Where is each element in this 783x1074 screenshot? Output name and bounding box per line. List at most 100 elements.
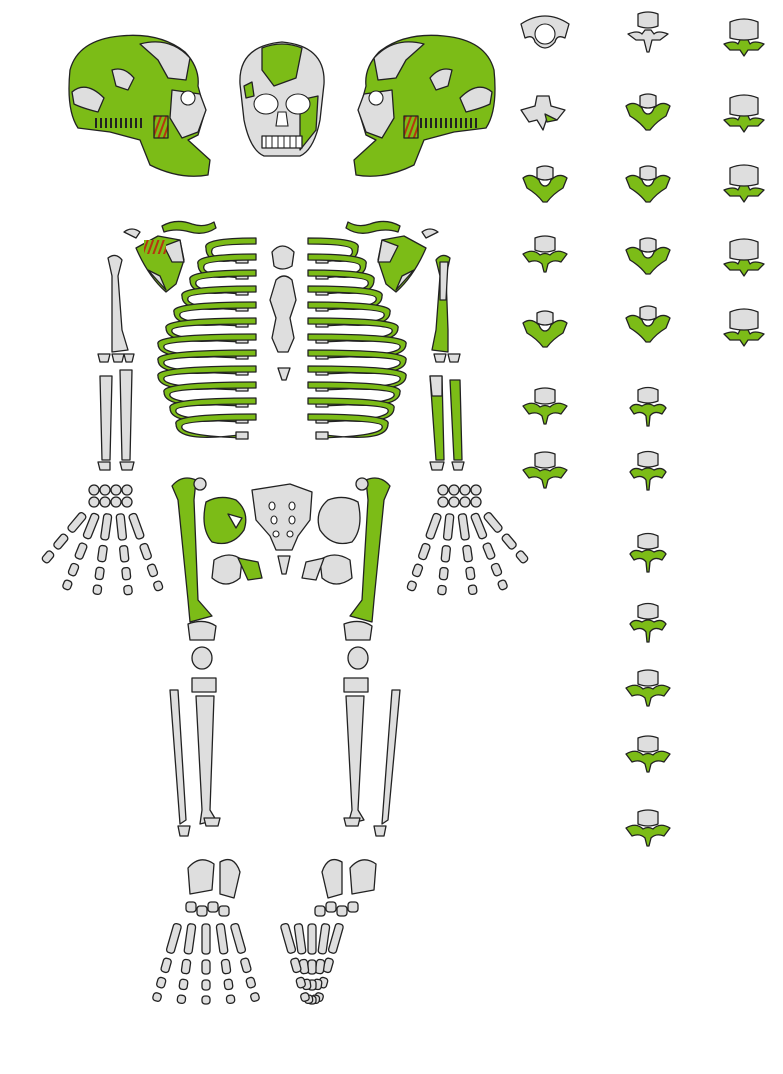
lumbar-vertebra-4 [724, 239, 764, 276]
axis-vertebra [521, 96, 565, 130]
thoracic-vertebra-12 [626, 810, 670, 846]
finger-phalanx [497, 579, 508, 590]
forearm-right [430, 376, 464, 470]
tarsal-bone [208, 902, 218, 912]
mandible-left-stripes [154, 116, 168, 138]
finger-phalanx [153, 580, 164, 591]
tarsal-bone [348, 902, 358, 912]
femur-left [172, 478, 212, 622]
toe-phalanx [202, 996, 210, 1004]
finger-phalanx [412, 563, 424, 577]
finger-phalanx [41, 550, 55, 564]
carpal-bone [100, 485, 110, 495]
scapula-left-stripes [144, 240, 166, 254]
metatarsal-bone [308, 924, 316, 954]
tarsal-bone [219, 906, 229, 916]
thoracic-vertebra-2 [626, 94, 670, 130]
thoracic-vertebra-4 [626, 238, 670, 274]
carpal-bone [89, 497, 99, 507]
metacarpal-bone [116, 514, 127, 541]
carpal-bone [122, 485, 132, 495]
metatarsal-bone [230, 923, 246, 954]
metacarpal-bone [67, 511, 87, 533]
toe-phalanx [177, 995, 186, 1004]
hand-right [407, 485, 529, 595]
thoracic-vertebra-7 [630, 452, 666, 491]
finger-phalanx [122, 567, 131, 580]
tibia-fibula-right [344, 690, 400, 836]
tarsal-bone [315, 906, 325, 916]
talus-bone [350, 860, 376, 894]
thoracic-vertebra-9 [630, 604, 666, 643]
finger-phalanx [74, 542, 87, 560]
tarsal-bone [197, 906, 207, 916]
finger-phalanx [124, 585, 133, 595]
clavicle-right [346, 221, 400, 233]
finger-phalanx [441, 545, 451, 562]
lumbar-vertebra-5 [724, 309, 764, 346]
finger-phalanx [407, 580, 418, 591]
vertebra-c4 [523, 236, 567, 272]
finger-phalanx [139, 543, 152, 561]
vertebra-column-1 [521, 16, 569, 488]
ischium-left [212, 555, 262, 584]
toe-phalanx [202, 980, 210, 990]
rib-left-cartilage-12 [236, 432, 248, 439]
carpal-bone [449, 485, 459, 495]
ilium-left [204, 497, 246, 543]
toe-phalanx [250, 992, 260, 1002]
toe-phalanx [181, 959, 191, 974]
toe-phalanx [160, 958, 172, 974]
knee-right [344, 621, 372, 692]
carpal-bone [89, 485, 99, 495]
thoracic-vertebra-5 [626, 306, 670, 342]
skull-frontal [240, 42, 324, 156]
toe-phalanx [300, 992, 310, 1002]
toe-phalanx [296, 977, 306, 989]
metatarsal-bone [280, 923, 296, 954]
toe-phalanx [246, 977, 256, 989]
carpal-bone [460, 485, 470, 495]
toe-phalanx [240, 958, 252, 974]
carpal-bone [111, 497, 121, 507]
metacarpal-bone [100, 513, 112, 540]
tarsal-bone [326, 902, 336, 912]
thoracic-vertebra-10 [626, 670, 670, 706]
vertebra-column-3 [724, 19, 764, 346]
carpal-bone [471, 497, 481, 507]
finger-phalanx [482, 542, 495, 560]
toe-phalanx [308, 960, 316, 974]
skull-right-lateral [354, 35, 495, 176]
finger-phalanx [501, 533, 517, 550]
foot-left [152, 860, 260, 1004]
hand-left [41, 485, 163, 595]
finger-phalanx [438, 585, 447, 595]
carpal-bone [111, 485, 121, 495]
clavicle-left [162, 221, 216, 233]
metatarsal-bone [216, 923, 228, 954]
knee-left [188, 621, 216, 692]
carpal-bone [100, 497, 110, 507]
forearm-left [98, 370, 134, 470]
thoracic-vertebra-11 [626, 736, 670, 772]
toe-phalanx [152, 992, 162, 1002]
finger-phalanx [462, 545, 472, 562]
sternum [270, 246, 296, 380]
skull-left-stripes [92, 118, 144, 128]
calcaneus-bone [322, 860, 342, 898]
finger-phalanx [468, 585, 477, 595]
metatarsal-bone [202, 924, 210, 954]
toe-phalanx [202, 960, 210, 974]
sacrum [252, 484, 312, 574]
humerus-left [98, 255, 134, 362]
metacarpal-bone [458, 513, 470, 540]
talus-bone [188, 860, 214, 894]
metatarsal-bone [184, 923, 196, 954]
finger-phalanx [68, 563, 80, 577]
finger-phalanx [53, 533, 69, 550]
humerus-right [432, 255, 460, 362]
finger-phalanx [418, 543, 431, 561]
tarsal-bone [186, 902, 196, 912]
skull-right-stripes [420, 118, 480, 128]
lumbar-vertebra-2 [724, 95, 764, 132]
